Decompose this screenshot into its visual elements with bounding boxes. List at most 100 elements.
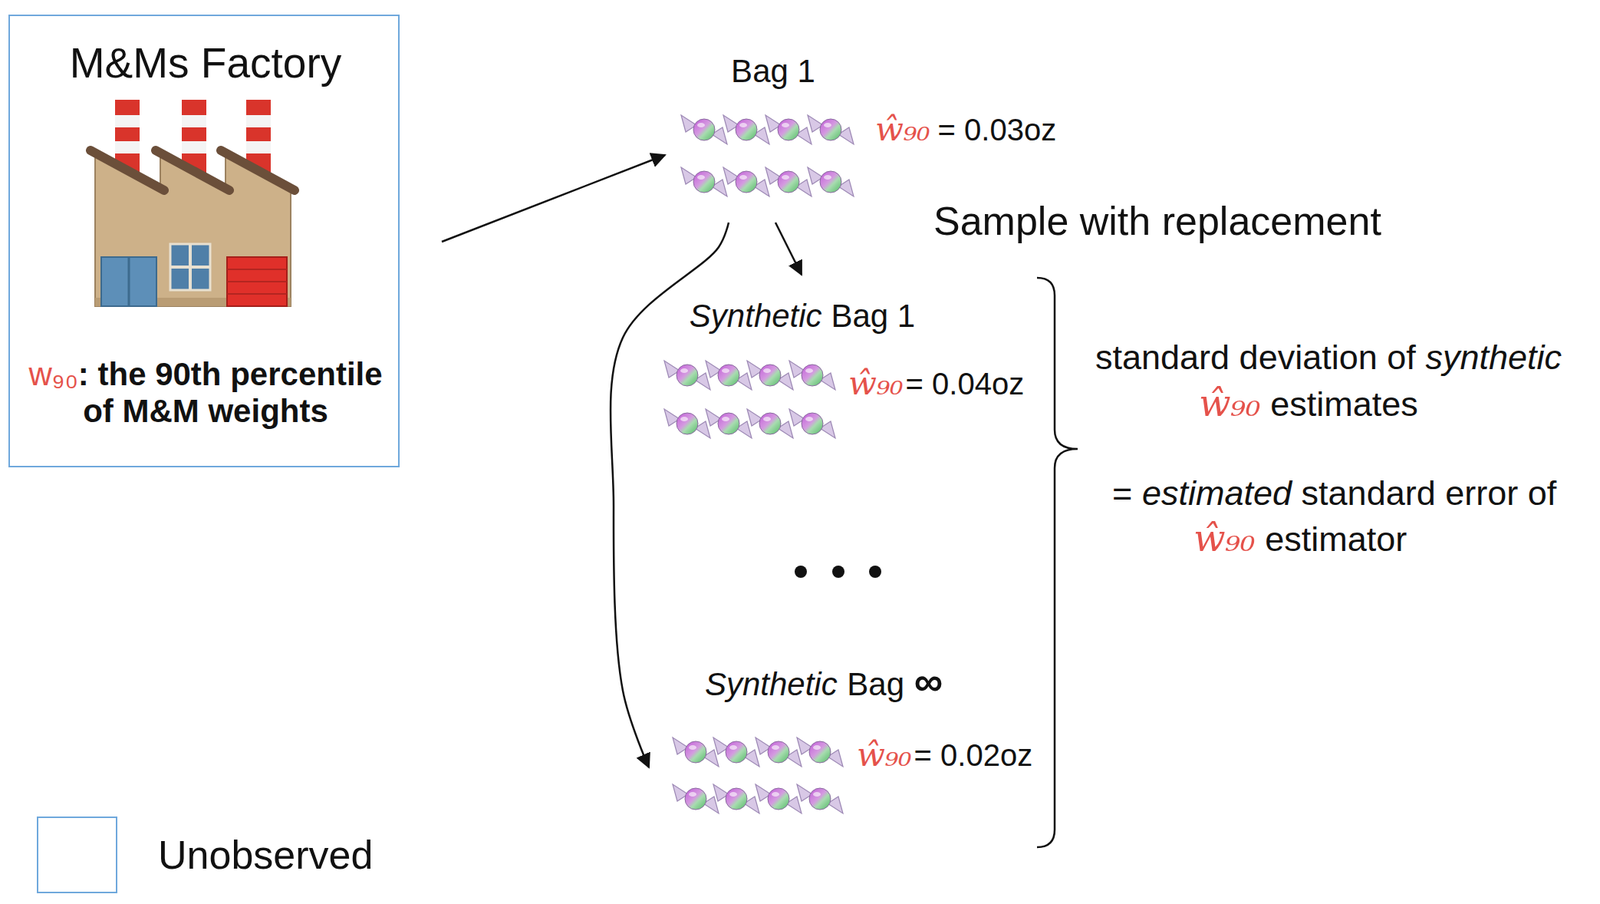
node-text: M&Ms Factory bbox=[69, 39, 342, 88]
candy bbox=[681, 167, 728, 197]
label-line: =estimatedstandard error of bbox=[1112, 473, 1557, 514]
node-text: w₉₀ bbox=[28, 355, 78, 392]
label-line: standard deviation ofsynthetic bbox=[1095, 337, 1562, 378]
text-line: w₉₀: the 90th percentile of M&M weights bbox=[17, 355, 394, 431]
dot bbox=[794, 565, 807, 578]
label-line: ŵ₉₀estimates bbox=[1198, 381, 1419, 425]
node-text: = 0.02oz bbox=[914, 737, 1034, 773]
chimney-stripe bbox=[246, 141, 271, 154]
candy bbox=[796, 737, 843, 767]
chimney-stripe bbox=[181, 141, 207, 154]
candies bbox=[681, 115, 854, 197]
bag-group: SyntheticBag 1 ŵ₉₀= 0.04oz bbox=[667, 274, 1082, 449]
candies bbox=[664, 360, 836, 438]
factory-door-split bbox=[128, 256, 131, 307]
candy bbox=[807, 167, 854, 197]
label-text: synthetic bbox=[1425, 337, 1562, 378]
label-text: standard error of bbox=[1301, 473, 1558, 514]
candy bbox=[755, 783, 802, 814]
factory-garage bbox=[227, 256, 287, 307]
label-text: estimator bbox=[1264, 519, 1407, 560]
bag-group: Bag 1 ŵ₉₀= 0.03oz bbox=[667, 47, 1082, 223]
dot bbox=[869, 565, 882, 578]
ellipsis-dots bbox=[794, 565, 882, 578]
label-text: ŵ₉₀ bbox=[1193, 516, 1256, 560]
node-text: ŵ₉₀ bbox=[875, 110, 931, 149]
node-text: Bag 1 bbox=[730, 52, 816, 90]
node-text: Synthetic bbox=[704, 665, 838, 703]
text-line: SyntheticBag∞ bbox=[704, 658, 943, 705]
candy bbox=[755, 737, 802, 767]
legend-text: Unobserved bbox=[158, 832, 373, 879]
chimney-stripe bbox=[181, 115, 207, 128]
candy bbox=[747, 360, 794, 390]
garage-slat bbox=[227, 280, 287, 283]
garage-slat bbox=[227, 268, 287, 270]
chimney-stripe bbox=[246, 115, 271, 128]
candy bbox=[672, 737, 719, 767]
arrow-connector bbox=[775, 222, 802, 275]
label-text: estimates bbox=[1270, 384, 1419, 425]
candy bbox=[713, 783, 760, 814]
node-text: ŵ₉₀ bbox=[856, 735, 912, 774]
candy bbox=[705, 408, 752, 438]
text-line: ŵ₉₀= 0.02oz bbox=[856, 735, 1033, 774]
text-line: ŵ₉₀= 0.03oz bbox=[875, 110, 1057, 149]
label-line: ŵ₉₀estimator bbox=[1193, 516, 1407, 560]
garage-slat bbox=[227, 293, 287, 295]
node-text: = 0.03oz bbox=[938, 111, 1057, 148]
node-text: : the 90th percentile of M&M weights bbox=[78, 355, 383, 429]
factory-box: M&Ms Factory w₉₀: the 90th percentile of … bbox=[8, 14, 400, 468]
legend-swatch bbox=[36, 816, 118, 893]
bag-group: SyntheticBag∞ŵ₉₀= 0.02oz bbox=[650, 651, 1080, 837]
factory-icon bbox=[90, 99, 295, 307]
legend-line: Unobserved bbox=[158, 832, 373, 879]
candy bbox=[747, 408, 794, 438]
node-text: Synthetic bbox=[689, 297, 823, 335]
arrow-connector bbox=[441, 154, 666, 242]
candy bbox=[796, 783, 843, 814]
node-text: Bag 1 bbox=[830, 297, 916, 335]
text-line: SyntheticBag 1 bbox=[689, 297, 916, 335]
factory-window bbox=[170, 243, 211, 290]
candy bbox=[765, 115, 812, 145]
node-text: ∞ bbox=[914, 658, 943, 705]
candy bbox=[664, 408, 711, 438]
label-line: Sample with replacement bbox=[933, 198, 1382, 245]
candy bbox=[765, 167, 812, 197]
candy bbox=[713, 737, 760, 767]
candy bbox=[705, 360, 752, 390]
factory-roof bbox=[155, 150, 230, 191]
text-line: ŵ₉₀= 0.04oz bbox=[848, 364, 1024, 403]
text-line: Bag 1 bbox=[730, 52, 816, 90]
node-text: = 0.04oz bbox=[905, 365, 1025, 402]
node-text: ŵ₉₀ bbox=[848, 364, 904, 403]
curly-brace bbox=[1037, 277, 1078, 847]
candy bbox=[789, 360, 836, 390]
factory-roof bbox=[220, 150, 295, 191]
candy bbox=[789, 408, 836, 438]
label-text: ŵ₉₀ bbox=[1198, 381, 1261, 425]
label-text: estimated bbox=[1142, 473, 1292, 514]
candies bbox=[672, 737, 843, 814]
candy bbox=[723, 167, 770, 197]
candy bbox=[681, 115, 728, 145]
dot bbox=[832, 565, 845, 578]
label-text: standard deviation of bbox=[1095, 337, 1416, 378]
candy bbox=[672, 783, 719, 814]
chimney-stripe bbox=[115, 141, 140, 154]
factory-door bbox=[101, 256, 157, 307]
text-line: M&Ms Factory bbox=[69, 39, 342, 88]
candy bbox=[807, 115, 854, 145]
factory-window-bar bbox=[170, 265, 211, 269]
candy bbox=[723, 115, 770, 145]
chimney-stripe bbox=[115, 115, 140, 128]
factory-roof bbox=[90, 150, 165, 191]
label-text: = bbox=[1112, 473, 1133, 514]
candy bbox=[664, 360, 711, 390]
label-text: Sample with replacement bbox=[933, 198, 1382, 245]
node-text: Bag bbox=[846, 665, 905, 703]
